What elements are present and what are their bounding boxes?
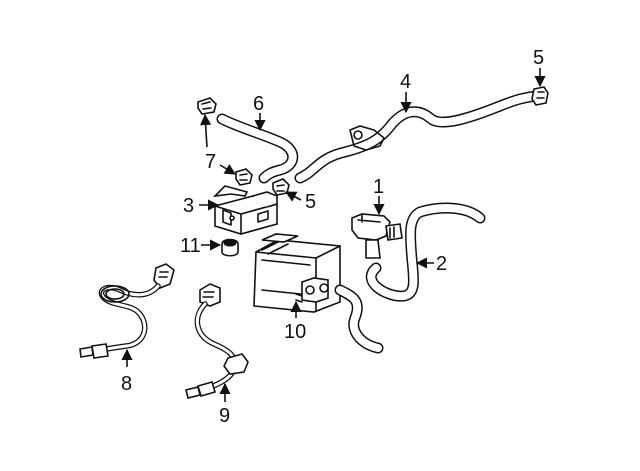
callout-8: 8 [121,373,132,395]
hose-part-2[interactable] [365,202,486,302]
canister-part-10[interactable] [253,233,384,354]
callout-labels: 1 2 3 4 5 5 6 7 8 9 10 11 [121,47,544,427]
callout-1: 1 [373,176,384,198]
callout-3: 3 [183,195,194,217]
valve-part-1[interactable] [351,213,403,259]
clip-part-7[interactable] [235,168,253,186]
callout-10: 10 [284,321,306,343]
callout-6: 6 [253,93,264,115]
grommet-part-11[interactable] [221,238,239,257]
leader-7 [219,164,236,175]
bracket-part-3[interactable] [212,185,278,235]
hose-part-4[interactable] [294,90,543,184]
callout-7: 7 [205,151,216,173]
leader-7-top [200,113,212,148]
leader-5-center [285,191,302,202]
sensor-part-9[interactable] [185,283,249,399]
callout-9: 9 [219,405,230,427]
sensor-part-8[interactable] [79,263,175,359]
leader-lines [121,68,546,402]
callout-2: 2 [436,253,447,275]
clip-part-7-top[interactable] [197,97,217,115]
hose-part-6[interactable] [216,113,299,184]
clip-part-5-right[interactable] [531,86,549,106]
callout-5-center: 5 [305,191,316,213]
callout-11: 11 [180,235,201,257]
callout-5-right: 5 [533,47,544,69]
callout-4: 4 [400,71,411,93]
